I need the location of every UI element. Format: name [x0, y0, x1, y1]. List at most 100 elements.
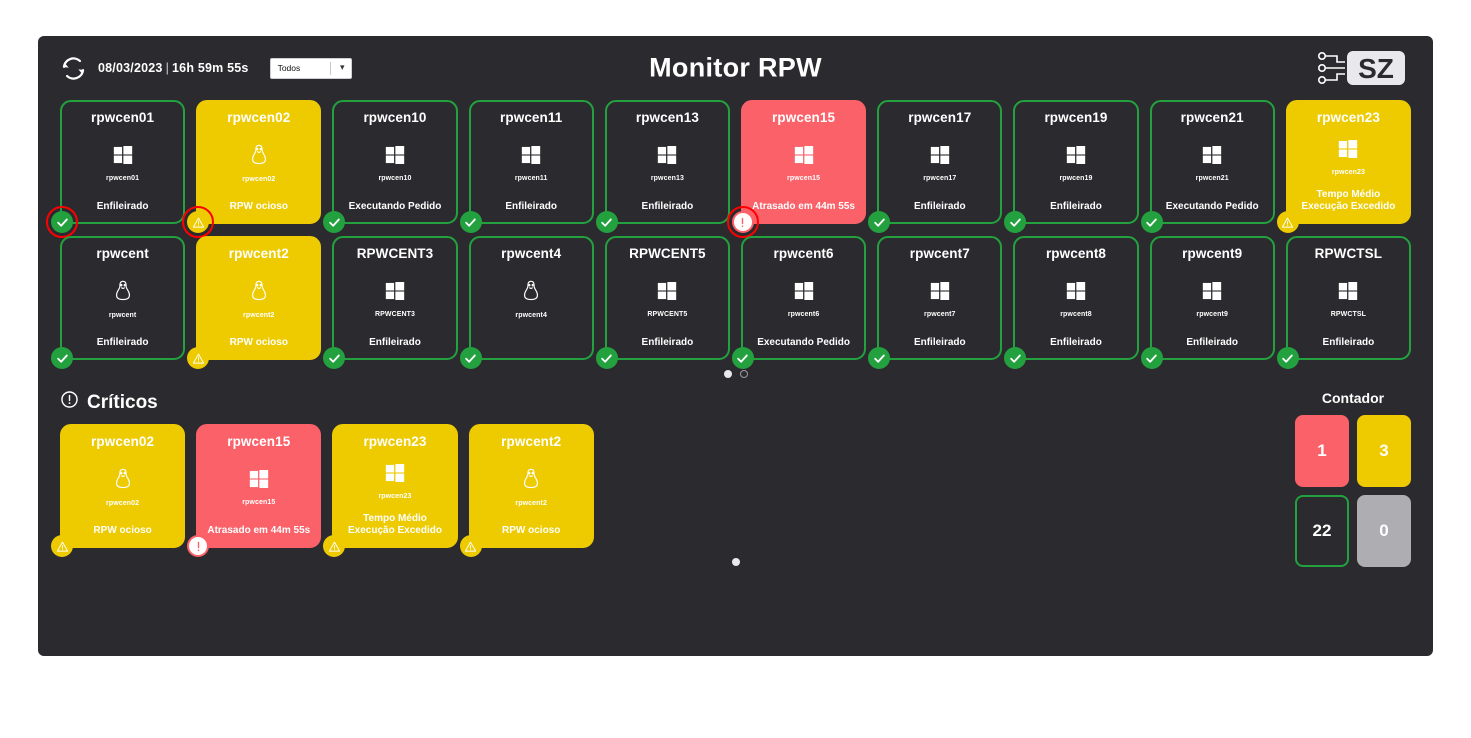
- page-title: Monitor RPW: [649, 52, 822, 83]
- status-badge[interactable]: [459, 211, 482, 233]
- monitor-card-hostname: rpwcen23: [1331, 168, 1365, 176]
- status-badge[interactable]: [1004, 347, 1027, 369]
- windows-icon: [1201, 280, 1223, 307]
- monitor-card-hostname: rpwcent: [108, 311, 137, 319]
- monitor-card-title: rpwcen17: [908, 110, 972, 125]
- contador-cell[interactable]: 22: [1295, 495, 1349, 567]
- status-badge[interactable]: [1276, 347, 1299, 369]
- windows-icon: [1066, 281, 1086, 300]
- monitor-card-status: Executando Pedido: [757, 337, 850, 348]
- pagination-dot[interactable]: [739, 370, 748, 378]
- status-badge[interactable]: [459, 535, 482, 557]
- status-badge[interactable]: [1004, 211, 1027, 233]
- monitor-card-title: rpwcent4: [501, 246, 562, 261]
- monitor-card-hostname: rpwcen13: [650, 174, 684, 182]
- monitor-card-status: Enfileirado: [1322, 337, 1375, 348]
- pagination-dot[interactable]: [723, 370, 732, 378]
- monitor-card-status: RPW ocioso: [502, 525, 561, 536]
- status-badge[interactable]: [459, 347, 482, 369]
- pagination-dot[interactable]: [731, 558, 740, 566]
- monitor-card-body: RPWCTSL: [1331, 261, 1366, 338]
- monitor-card-title: rpwcen23: [363, 434, 427, 449]
- filter-select[interactable]: Todos ▾: [269, 57, 352, 79]
- contador-cell[interactable]: 3: [1357, 415, 1411, 487]
- monitor-card-title: rpwcen21: [1180, 110, 1244, 125]
- linux-icon: [524, 280, 539, 300]
- windows-icon: [930, 145, 949, 164]
- status-badge[interactable]: [187, 535, 210, 557]
- contador-cell[interactable]: 0: [1357, 495, 1411, 567]
- status-badge[interactable]: [46, 206, 78, 238]
- monitor-card-title: rpwcen13: [635, 110, 699, 125]
- svg-text:SZ: SZ: [1358, 53, 1394, 84]
- filter-select-divider: [329, 61, 331, 75]
- status-badge[interactable]: [726, 206, 759, 238]
- status-badge[interactable]: [1140, 211, 1163, 233]
- status-badge[interactable]: [868, 347, 891, 369]
- status-badge[interactable]: [323, 347, 346, 369]
- check-icon: [329, 218, 340, 227]
- check-icon: [56, 218, 68, 227]
- status-badge[interactable]: [323, 211, 346, 233]
- windows-icon: [384, 280, 406, 307]
- status-badge[interactable]: [323, 535, 346, 557]
- monitor-card-hostname: rpwcen02: [242, 175, 276, 183]
- refresh-icon[interactable]: [60, 55, 87, 82]
- monitor-card-body: rpwcent7: [924, 261, 956, 338]
- contador-cell[interactable]: 1: [1295, 415, 1349, 487]
- status-badge[interactable]: [51, 535, 73, 557]
- criticos-title: Críticos: [87, 391, 158, 413]
- criticos-pagination: [60, 558, 1411, 566]
- windows-icon: [1065, 280, 1087, 307]
- chevron-down-icon[interactable]: ▾: [340, 62, 345, 73]
- status-badge[interactable]: [187, 347, 210, 369]
- status-badge[interactable]: [182, 206, 215, 238]
- monitor-card-hostname: rpwcent2: [515, 499, 547, 507]
- status-badge[interactable]: [868, 211, 891, 233]
- monitor-card-status: Enfileirado: [1186, 337, 1239, 348]
- status-badge[interactable]: [595, 211, 618, 233]
- check-icon: [601, 354, 613, 363]
- status-badge[interactable]: [731, 347, 754, 369]
- windows-icon: [1339, 281, 1358, 300]
- status-badge[interactable]: [51, 347, 73, 369]
- warning-triangle-icon: [1282, 217, 1294, 228]
- header-left-group: 08/03/2023|16h 59m 55s Todos ▾: [60, 55, 352, 82]
- status-badge[interactable]: [1276, 211, 1299, 233]
- status-badge[interactable]: [595, 347, 618, 369]
- windows-icon: [1337, 280, 1359, 307]
- monitor-card-status: Enfileirado: [913, 201, 966, 212]
- monitor-card-hostname: rpwcen01: [106, 174, 140, 182]
- monitor-card-hostname: rpwcent6: [787, 310, 820, 318]
- check-icon: [1146, 218, 1157, 227]
- monitor-card-title: rpwcent2: [228, 246, 289, 261]
- status-badge[interactable]: [1140, 347, 1163, 369]
